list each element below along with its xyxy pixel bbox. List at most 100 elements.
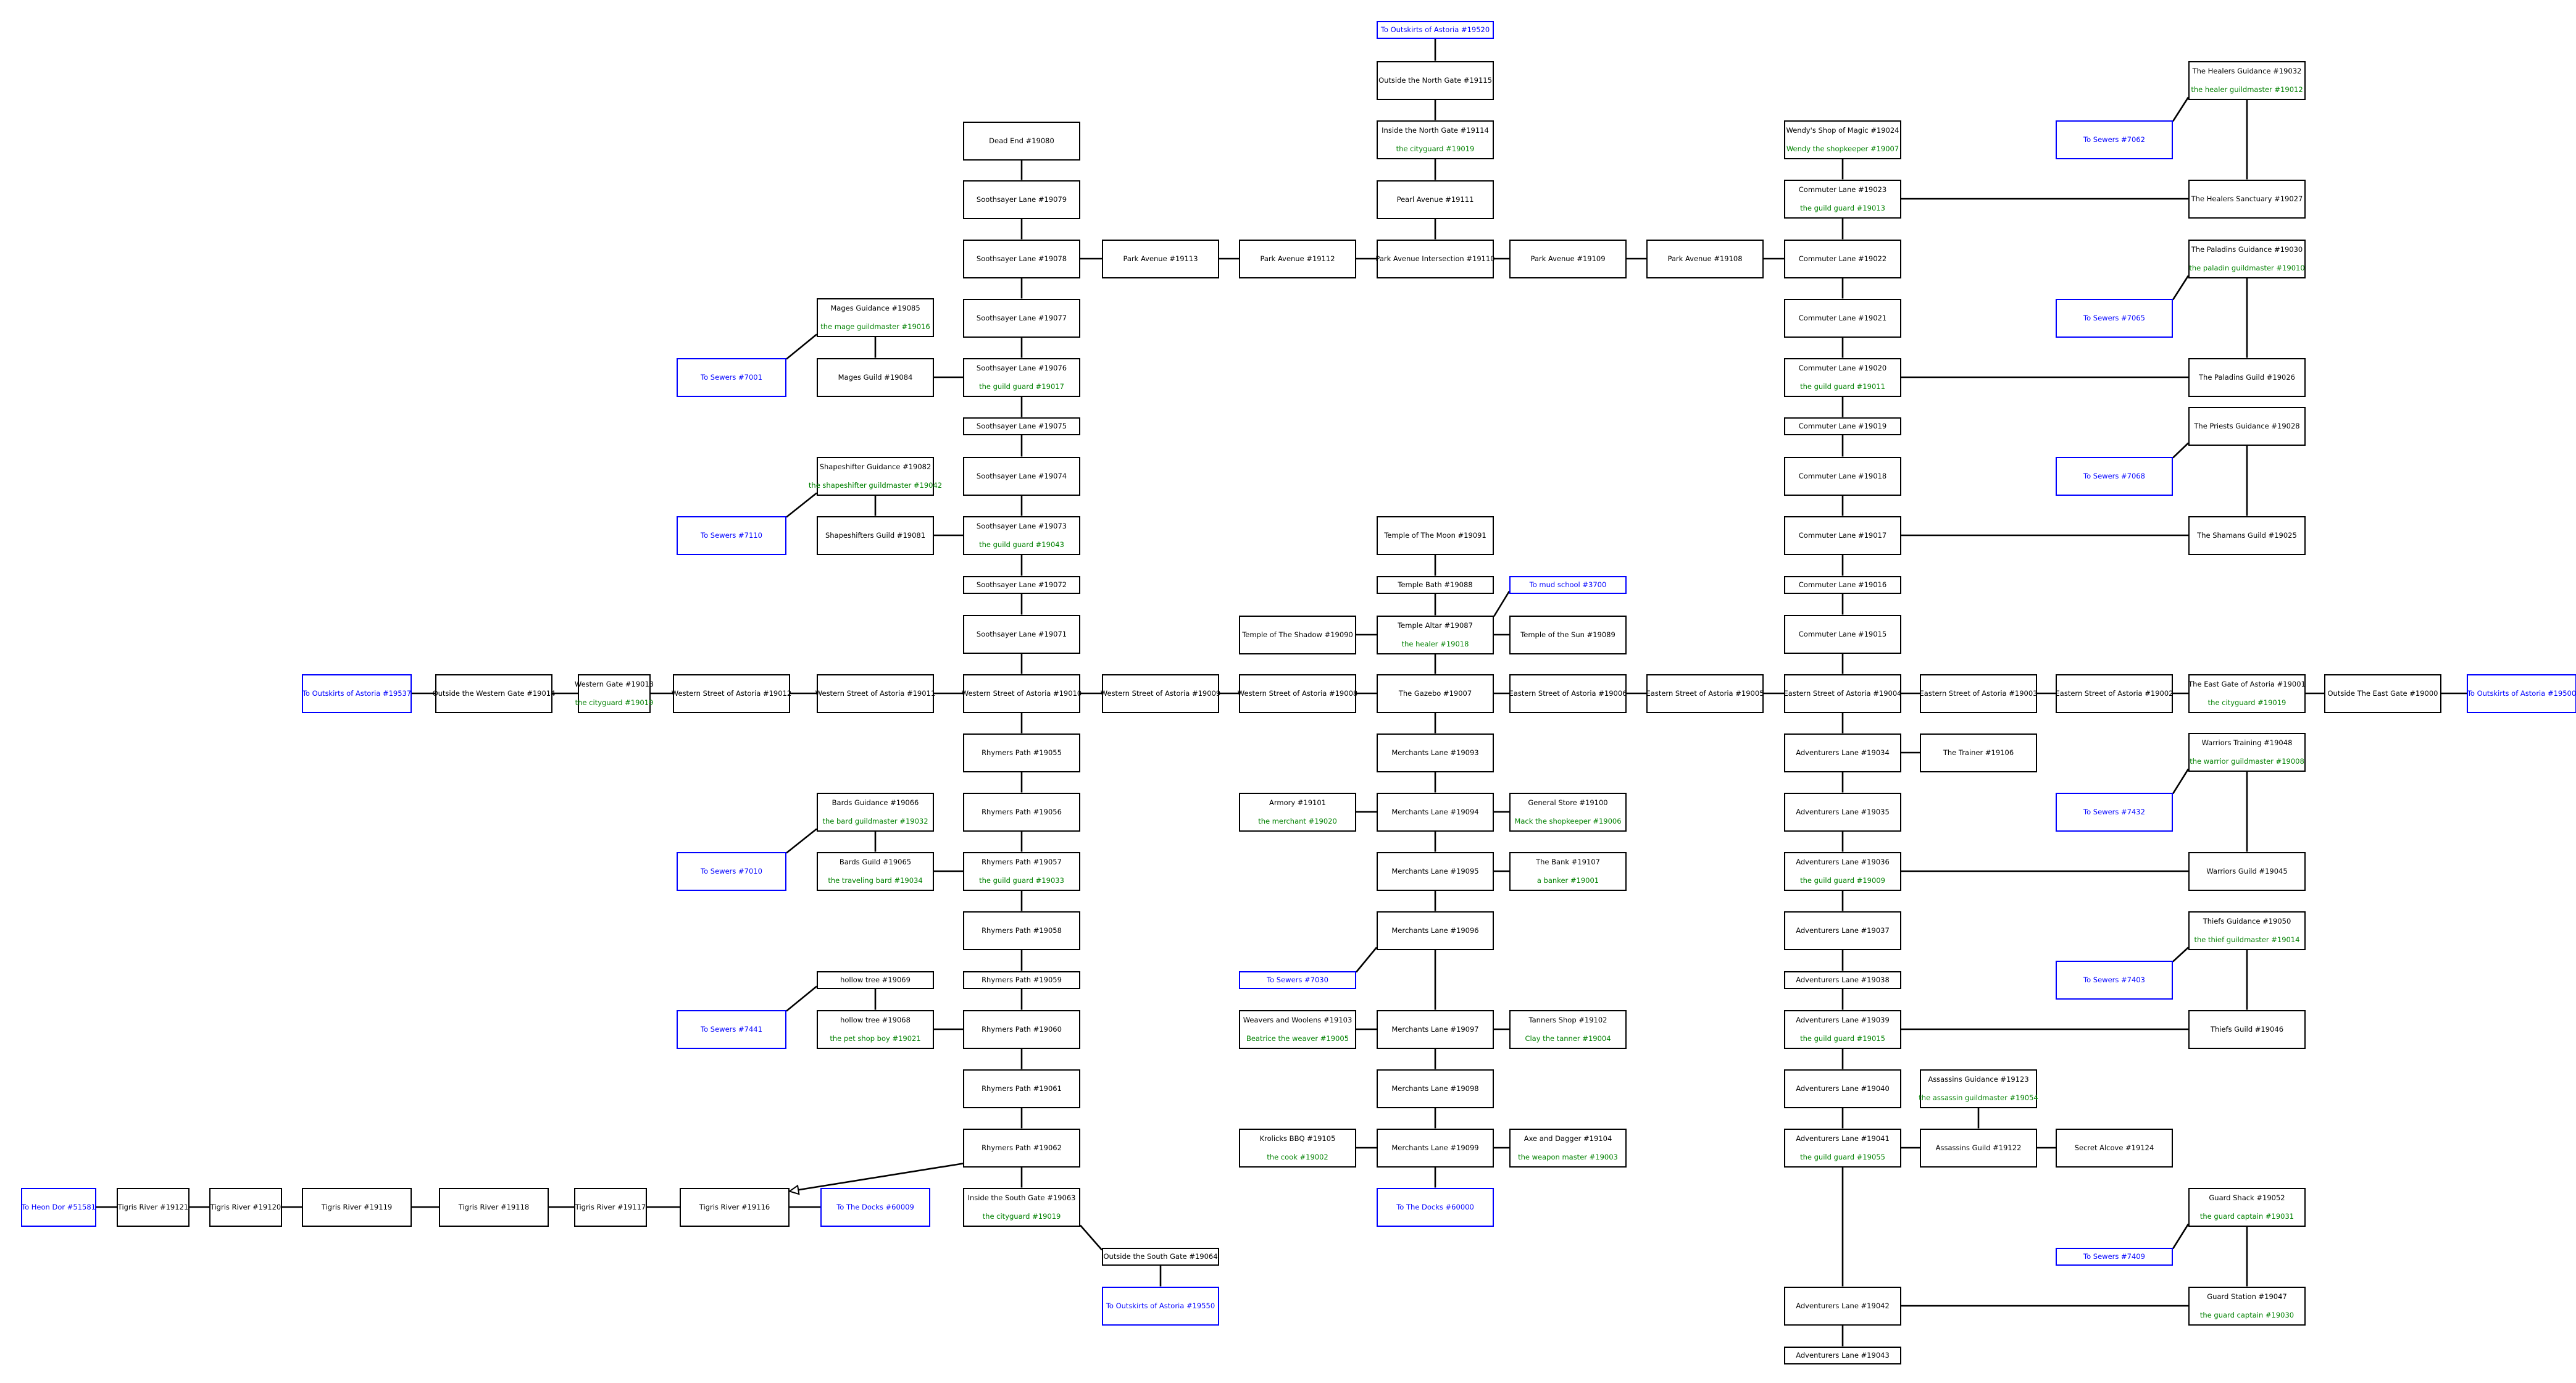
room-soothsayer-19075: Soothsayer Lane #19075 [963,417,1080,435]
room-outside-east-gate: Outside The East Gate #19000 [2324,674,2441,713]
room-title: Temple Bath #19088 [1398,580,1473,589]
room-western-19011: Western Street of Astoria #19011 [815,674,935,713]
room-title: Western Street of Astoria #19008 [1237,688,1358,698]
room-park-19112: Park Avenue #19112 [1239,239,1356,278]
room-commuter-19015: Commuter Lane #19015 [1784,614,1901,654]
connector-temple-altar-to-to-mud-school [1493,590,1511,617]
room-title: To Sewers #7030 [1267,975,1328,984]
mobile-label: the cityguard #19019 [1396,144,1475,153]
room-title: To The Docks #60000 [1396,1202,1474,1211]
mobile-label: the healer guildmaster #19012 [2191,85,2303,94]
room-gazebo: The Gazebo #19007 [1377,674,1494,713]
room-title: Adventurers Lane #19036 [1796,857,1890,866]
mobile-label: the cityguard #19019 [982,1212,1061,1221]
room-title: Inside the North Gate #19114 [1382,125,1489,135]
room-title: Wendy's Shop of Magic #19024 [1786,125,1899,135]
room-merchants-19093: Merchants Lane #19093 [1377,733,1494,772]
exit-link-to-sewers-7001[interactable]: To Sewers #7001 [677,357,786,397]
room-title: Park Avenue Intersection #19110 [1375,254,1495,263]
room-title: Armory #19101 [1269,798,1327,807]
room-title: To Heon Dor #51581 [22,1202,96,1211]
exit-link-to-outskirts-south[interactable]: To Outskirts of Astoria #19550 [1102,1286,1219,1326]
exit-link-to-sewers-7432[interactable]: To Sewers #7432 [2056,792,2173,832]
room-title: To Sewers #7409 [2083,1251,2145,1261]
room-title: To Outskirts of Astoria #19500 [2467,688,2576,698]
room-title: Outside the North Gate #19115 [1378,75,1492,85]
room-commuter-19018: Commuter Lane #19018 [1784,456,1901,496]
room-eastern-19004: Eastern Street of Astoria #19004 [1784,674,1901,713]
exit-link-to-outskirts-north[interactable]: To Outskirts of Astoria #19520 [1377,20,1494,39]
exit-link-to-sewers-7010[interactable]: To Sewers #7010 [677,851,786,891]
exit-link-to-sewers-7441[interactable]: To Sewers #7441 [677,1009,786,1049]
room-western-19012: Western Street of Astoria #19012 [672,674,791,713]
connector-to-sewers-7110-to-shapeshifter-guidance [786,492,817,518]
room-title: Soothsayer Lane #19077 [976,313,1067,322]
room-title: Krolicks BBQ #19105 [1259,1134,1336,1143]
exit-link-to-sewers-7065[interactable]: To Sewers #7065 [2056,298,2173,338]
room-title: Mages Guild #19084 [838,372,913,382]
room-title: Park Avenue #19112 [1260,254,1335,263]
room-rhymers-19062: Rhymers Path #19062 [963,1128,1080,1168]
mobile-label: a banker #19001 [1536,876,1599,885]
mobile-label: the weapon master #19003 [1518,1153,1618,1161]
exit-link-to-outskirts-west[interactable]: To Outskirts of Astoria #19537 [302,674,412,713]
room-title: Rhymers Path #19062 [982,1143,1062,1152]
exit-link-to-mud-school[interactable]: To mud school #3700 [1509,575,1627,594]
exit-link-to-heon-dor[interactable]: To Heon Dor #51581 [21,1187,96,1227]
exit-link-to-sewers-7030[interactable]: To Sewers #7030 [1239,971,1356,989]
room-title: Adventurers Lane #19040 [1796,1084,1890,1093]
connector-to-sewers-7030-to-merchants-19096 [1355,946,1378,973]
room-title: To Sewers #7065 [2083,313,2145,322]
room-temple-moon: Temple of The Moon #19091 [1377,516,1494,555]
room-title: To mud school #3700 [1529,580,1607,589]
room-rhymers-19059: Rhymers Path #19059 [963,971,1080,989]
room-eastern-19005: Eastern Street of Astoria #19005 [1646,674,1764,713]
room-title: Bards Guidance #19066 [832,798,919,807]
connector-to-sewers-7001-to-mages-guidance [786,333,817,360]
room-title: Adventurers Lane #19037 [1796,925,1890,935]
room-bards-guidance: Bards Guidance #19066 the bard guildmaste… [817,792,934,832]
room-tigris-19118: Tigris River #19118 [439,1187,549,1227]
room-title: Soothsayer Lane #19071 [976,629,1067,638]
room-title: Adventurers Lane #19038 [1796,975,1890,984]
exit-link-to-docks-west[interactable]: To The Docks #60009 [820,1187,930,1227]
exit-link-to-outskirts-east[interactable]: To Outskirts of Astoria #19500 [2467,674,2576,713]
room-title: Temple Altar #19087 [1398,620,1473,630]
exit-link-to-sewers-7403[interactable]: To Sewers #7403 [2056,960,2173,1000]
room-priests-guidance: The Priests Guidance #19028 [2188,406,2306,446]
room-title: Warriors Guild #19045 [2206,866,2288,875]
arrowhead-icon [788,1184,800,1195]
mobile-label: the bard guildmaster #19032 [822,817,928,825]
room-title: The East Gate of Astoria #19001 [2188,679,2306,688]
room-title: Temple of The Moon #19091 [1384,530,1486,540]
room-title: Tigris River #19116 [699,1202,770,1211]
room-adventurers-19035: Adventurers Lane #19035 [1784,792,1901,832]
room-title: Park Avenue #19113 [1123,254,1198,263]
room-title: Inside the South Gate #19063 [967,1193,1076,1202]
room-title: Axe and Dagger #19104 [1524,1134,1612,1143]
exit-link-to-sewers-7062[interactable]: To Sewers #7062 [2056,120,2173,159]
exit-link-to-sewers-7110[interactable]: To Sewers #7110 [677,516,786,555]
room-title: Commuter Lane #19020 [1798,363,1887,372]
exit-link-to-sewers-7409[interactable]: To Sewers #7409 [2056,1247,2173,1266]
room-eastern-19003: Eastern Street of Astoria #19003 [1920,674,2037,713]
room-outside-western-gate: Outside the Western Gate #19014 [433,674,555,713]
room-dead-end: Dead End #19080 [963,121,1080,161]
room-soothsayer-19074: Soothsayer Lane #19074 [963,456,1080,496]
room-title: The Trainer #19106 [1943,748,2014,757]
mobile-label: the guild guard #19009 [1800,876,1885,885]
exit-link-to-sewers-7068[interactable]: To Sewers #7068 [2056,456,2173,496]
exit-link-to-docks-center[interactable]: To The Docks #60000 [1377,1187,1494,1227]
room-title: Tigris River #19120 [210,1202,281,1211]
room-title: Shapeshifter Guidance #19082 [819,462,932,471]
room-title: Rhymers Path #19056 [982,807,1062,816]
room-title: Assassins Guidance #19123 [1928,1074,2029,1084]
room-title: Tigris River #19119 [321,1202,393,1211]
